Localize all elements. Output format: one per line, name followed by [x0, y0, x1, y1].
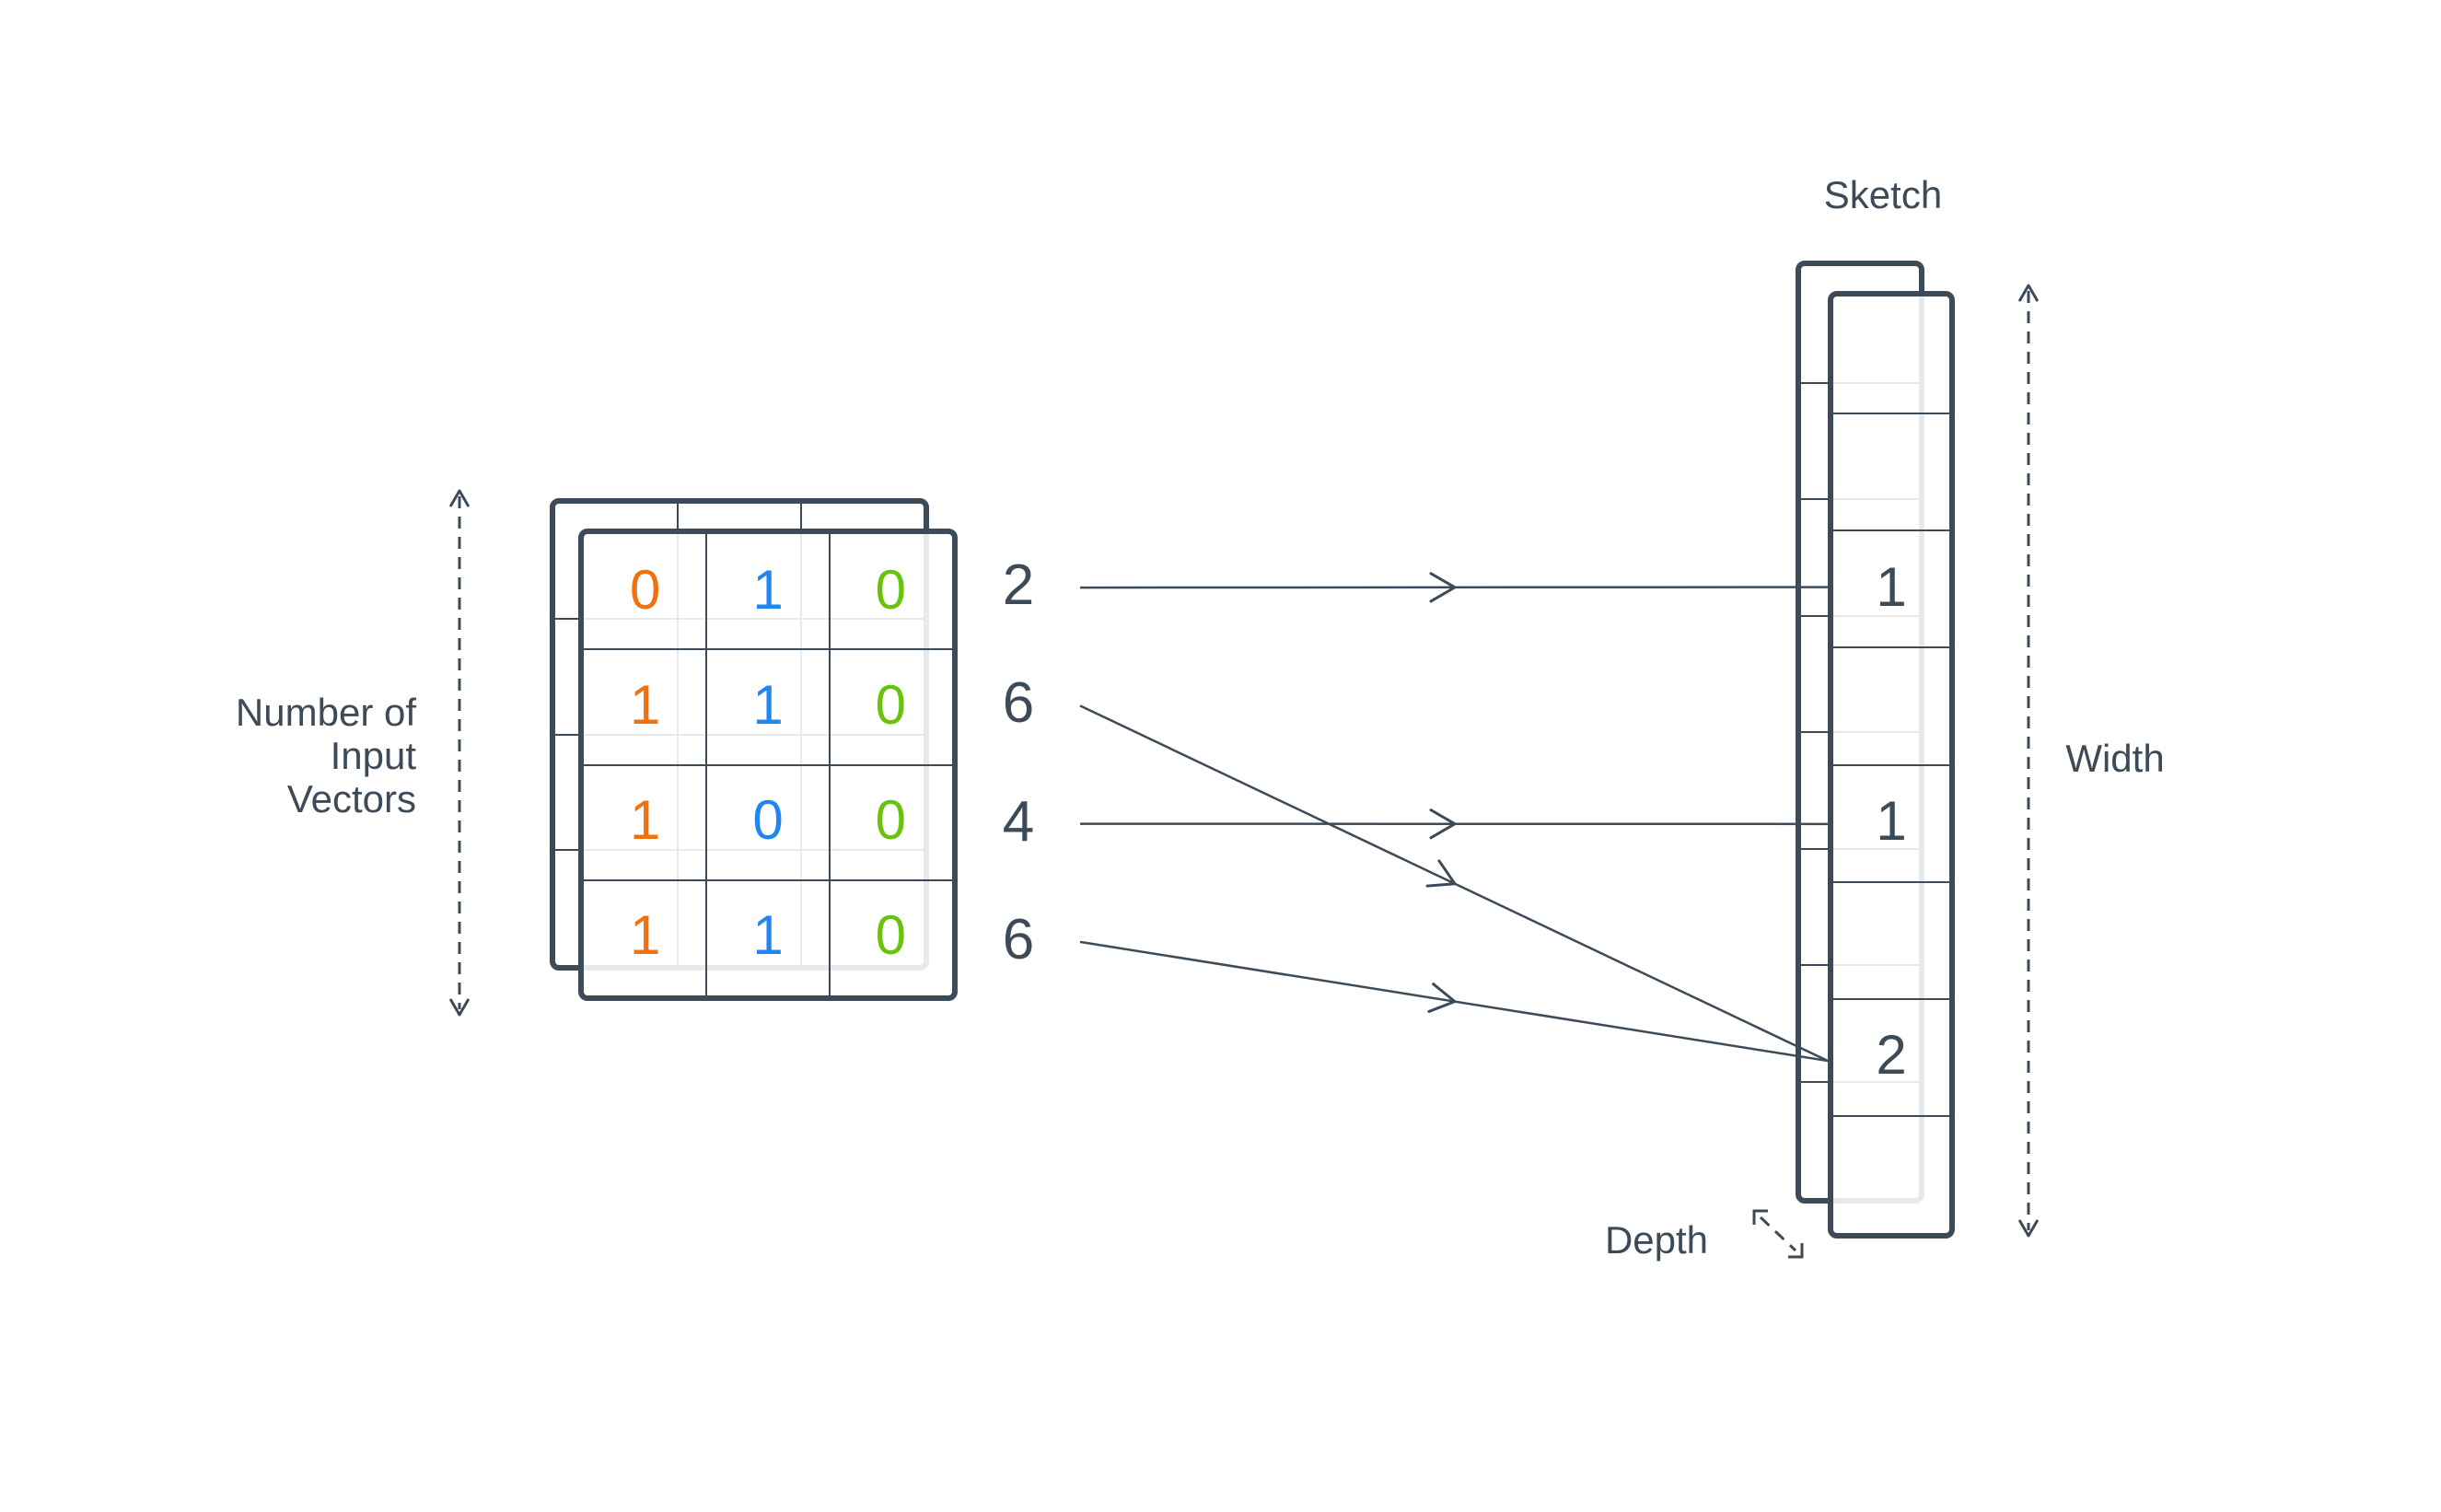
matrix-cell-value: 0: [875, 789, 907, 852]
sketch-label: Sketch: [1823, 173, 1943, 216]
width-label: Width: [2065, 737, 2165, 780]
grid-line-horizontal: [1833, 1114, 1949, 1117]
grid-line-horizontal: [1833, 529, 1949, 532]
grid-line-horizontal: [584, 763, 952, 766]
grid-line-horizontal: [1833, 880, 1949, 883]
sketch-cell-value: 1: [1876, 556, 1907, 619]
hash-value: 6: [1002, 671, 1035, 736]
matrix-cell-value: 0: [629, 558, 661, 621]
matrix-cell-value: 1: [752, 558, 784, 621]
matrix-cell-value: 0: [752, 789, 784, 852]
grid-line-horizontal: [1833, 763, 1949, 766]
matrix-cell-value: 0: [875, 904, 907, 967]
matrix-cell-value: 1: [752, 904, 784, 967]
hash-value: 2: [1002, 553, 1035, 618]
matrix-cell-value: 0: [875, 674, 907, 737]
label-line: Vectors: [286, 777, 416, 820]
grid-line-horizontal: [1833, 997, 1949, 1000]
sketch-cell-value: 1: [1876, 790, 1907, 853]
depth-label: Depth: [1604, 1218, 1709, 1262]
grid-line-horizontal: [584, 648, 952, 651]
sketch-cell-value: 2: [1876, 1024, 1907, 1087]
matrix-cell-value: 0: [875, 558, 907, 621]
label-line: Input: [330, 734, 416, 777]
grid-line-horizontal: [584, 878, 952, 881]
matrix-cell-value: 1: [629, 904, 661, 967]
matrix-cell-value: 1: [752, 674, 784, 737]
grid-line-horizontal: [1833, 646, 1949, 649]
matrix-cell-value: 1: [629, 789, 661, 852]
sketch-front-layer: 1 1 2: [1828, 291, 1955, 1239]
label-line: Number of: [235, 691, 416, 734]
hash-value: 4: [1002, 789, 1035, 854]
grid-line-horizontal: [1833, 413, 1949, 415]
input-matrix-front-layer: 0 1 0 1 1 0 1 0 0 1 1 0: [578, 529, 958, 1001]
hash-value: 6: [1002, 908, 1035, 972]
matrix-cell-value: 1: [629, 674, 661, 737]
